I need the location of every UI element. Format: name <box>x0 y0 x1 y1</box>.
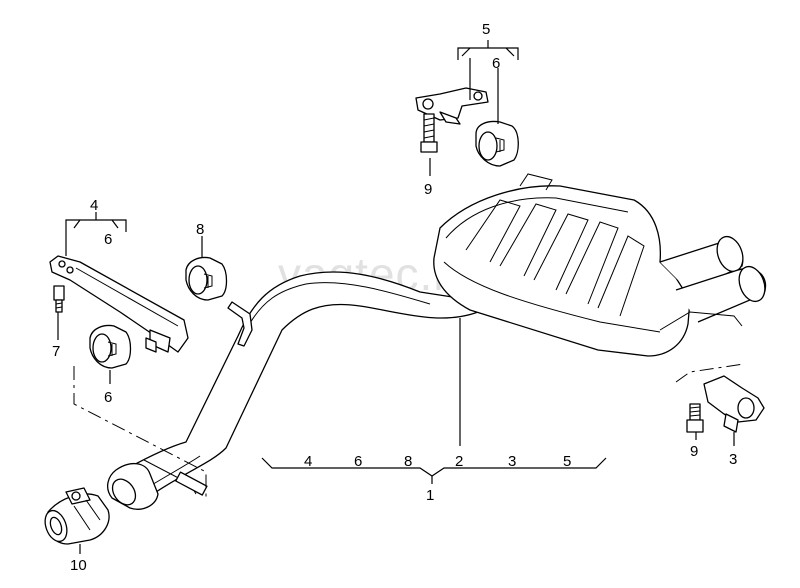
rubber-mount-8 <box>185 256 228 301</box>
callout-5-top: 5 <box>482 21 490 38</box>
leader-lines <box>57 40 735 554</box>
rear-silencer <box>433 173 767 357</box>
dashed-guides <box>73 363 745 498</box>
callout-8: 8 <box>196 221 204 238</box>
callout-6-left-group: 6 <box>104 231 112 248</box>
bottom-group-item: 3 <box>508 453 516 470</box>
bolt-top <box>420 113 438 153</box>
callout-7: 7 <box>52 343 60 360</box>
rubber-mount-top <box>475 120 519 167</box>
bottom-group-item: 8 <box>404 453 412 470</box>
pipe-inlet <box>106 463 159 510</box>
bottom-group-item: 2 <box>455 453 463 470</box>
rubber-mount-left <box>89 324 132 369</box>
bolt-right <box>686 403 704 433</box>
bottom-group-item: 5 <box>563 453 571 470</box>
inlet-bracket <box>175 471 208 496</box>
clamp-10 <box>44 487 110 545</box>
center-pipe <box>127 271 479 493</box>
bottom-group-item: 4 <box>304 453 312 470</box>
bottom-group-labels: 4 6 8 2 3 5 <box>304 453 571 470</box>
bottom-group-item: 6 <box>354 453 362 470</box>
callout-1: 1 <box>426 487 434 504</box>
callout-4-left: 4 <box>90 197 98 214</box>
callout-10: 10 <box>70 557 87 574</box>
callout-9-top: 9 <box>424 181 432 198</box>
callout-3: 3 <box>729 451 737 468</box>
bracket-left <box>49 255 189 353</box>
bolt-left <box>53 285 65 313</box>
pipe-hanger-pin <box>227 301 253 347</box>
callout-9-right: 9 <box>690 443 698 460</box>
callout-6-top: 6 <box>492 55 500 72</box>
callout-6-left-mount: 6 <box>104 389 112 406</box>
clamp-3 <box>703 375 765 433</box>
